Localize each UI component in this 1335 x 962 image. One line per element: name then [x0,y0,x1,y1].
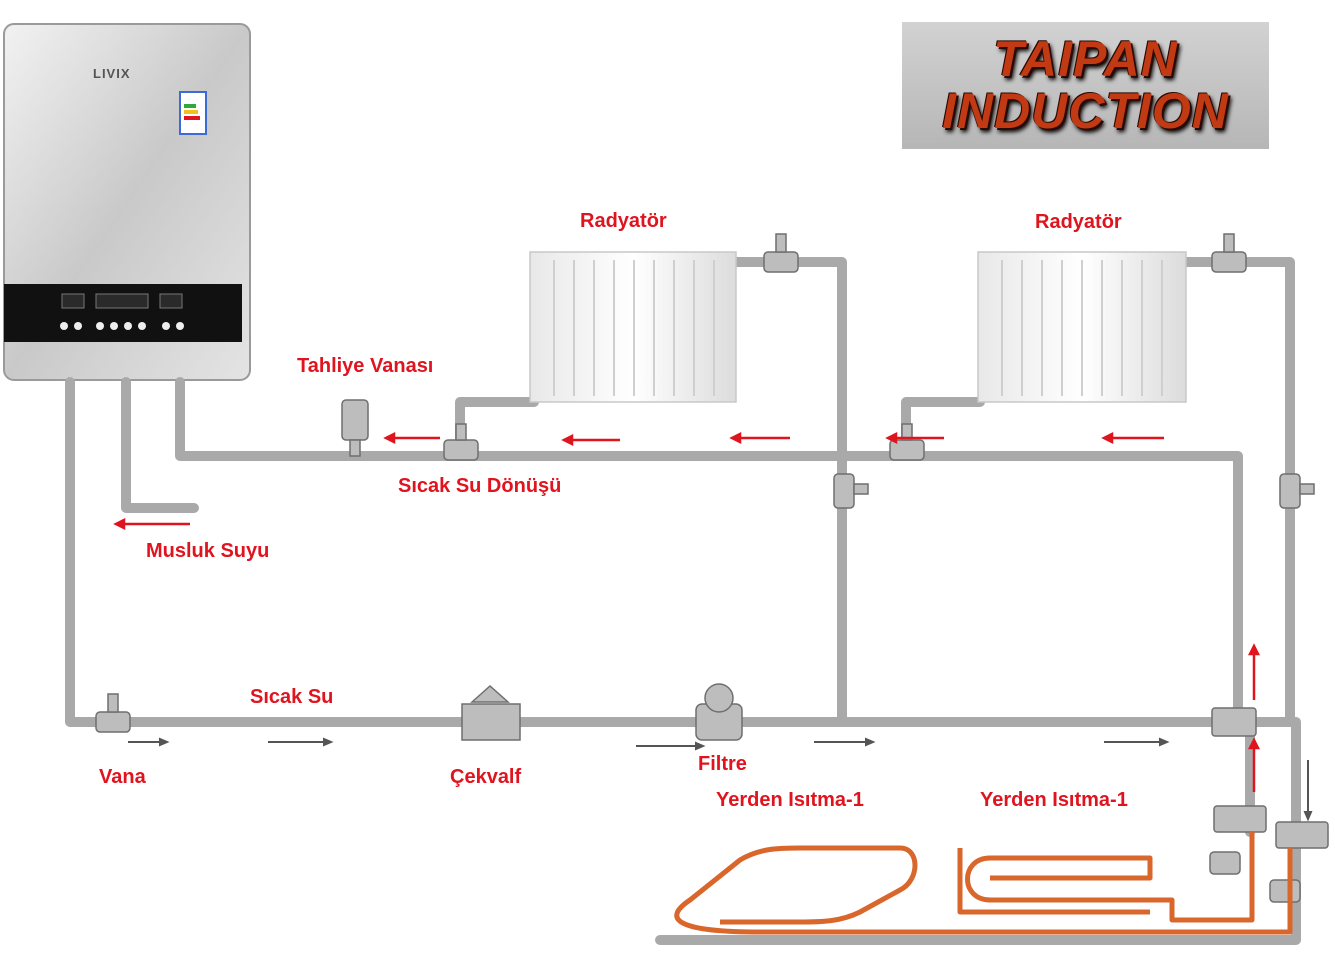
label-valve: Vana [99,766,146,788]
radiator-1 [529,251,737,403]
flow-arrows [113,431,1261,792]
floor-heating-coil [674,832,1293,935]
filter-icon [695,683,743,741]
supply-arrows [128,737,1313,822]
manifold-icon [1213,805,1329,849]
taipan-induction-logo: TAIPAN INDUCTION [902,22,1269,149]
valve-icon [1211,233,1247,273]
label-drain-valve: Tahliye Vanası [297,355,434,377]
drain-valve-icon [341,399,369,457]
label-check-valve: Çekvalf [450,766,522,788]
label-radiator-2: Radyatör [1035,211,1122,233]
valve-icon [1209,851,1301,903]
logo-line-2: INDUCTION [942,83,1229,139]
manifold-icon [1211,707,1257,737]
boiler-brand: LIVIX [93,66,131,81]
boiler-unit [3,23,251,381]
label-floor-heating-2: Yerden Isıtma-1 [980,789,1128,811]
label-filter: Filtre [698,753,747,775]
check-valve-icon [461,684,521,741]
valve-icon [95,693,131,733]
label-tap-water: Musluk Suyu [146,540,270,562]
radiator-2 [977,251,1187,403]
label-floor-heating-1: Yerden Isıtma-1 [716,789,864,811]
valve-icon [443,423,479,461]
label-radiator-1: Radyatör [580,210,667,232]
label-hot-water-return: Sıcak Su Dönüşü [398,475,562,497]
valve-icon [833,473,869,509]
valve-icon [763,233,799,273]
logo-line-1: TAIPAN [993,31,1178,87]
label-hot-water: Sıcak Su [250,686,334,708]
valve-icon [889,423,925,461]
valve-icon [1279,473,1315,509]
